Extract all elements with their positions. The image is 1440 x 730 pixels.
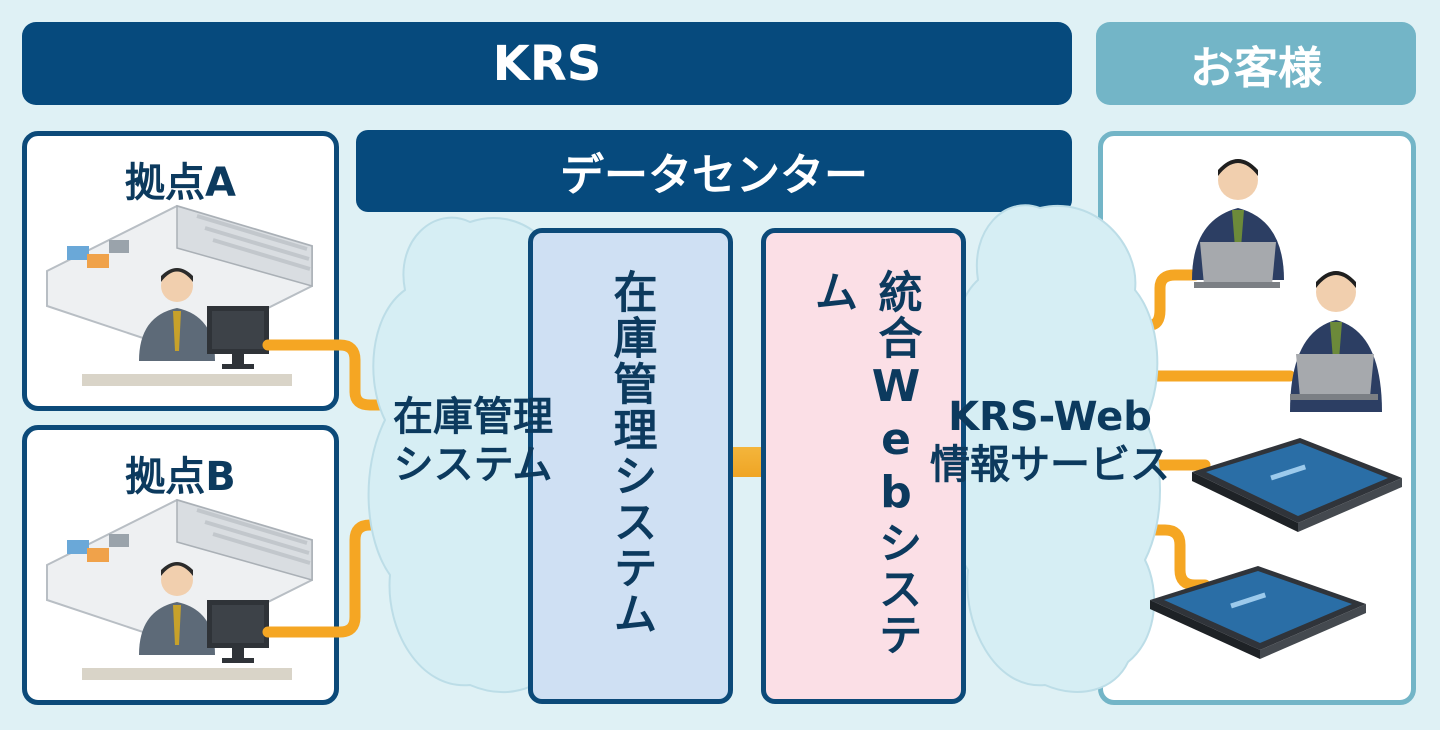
datacenter-banner: データセンター	[356, 130, 1072, 212]
warehouse-office-illustration	[46, 204, 313, 386]
integrated-web-system-label: 統合Webシステム	[806, 269, 922, 658]
inventory-cloud-line1: 在庫管理	[393, 394, 553, 440]
customer-title: お客様	[1190, 42, 1322, 94]
krs-title: KRS	[492, 35, 602, 92]
site-a-title: 拠点A	[125, 160, 236, 206]
site-b-title: 拠点B	[125, 454, 236, 500]
site-a-panel: 拠点A	[22, 131, 339, 411]
customer-banner: お客様	[1096, 22, 1416, 105]
monitor-icon	[207, 306, 269, 369]
inventory-cloud-line2: システム	[393, 442, 553, 488]
site-a-connector	[262, 339, 398, 411]
inventory-system-label: 在庫管理システム	[605, 269, 657, 637]
businessman-laptop-icon	[1290, 271, 1382, 412]
monitor-icon	[207, 600, 269, 663]
office-worker-icon	[139, 268, 215, 361]
inventory-system-box: 在庫管理システム	[528, 228, 733, 704]
krs-web-cloud-line1: KRS-Web	[948, 394, 1152, 440]
office-worker-icon	[139, 562, 215, 655]
site-b-connector	[262, 519, 398, 638]
krs-web-cloud-label: KRS-Web 情報サービス	[900, 393, 1200, 489]
site-b-panel: 拠点B	[22, 425, 339, 705]
datacenter-title: データセンター	[560, 150, 868, 201]
tablet-icon	[1150, 566, 1366, 659]
integrated-web-system-box: 統合Webシステム	[761, 228, 966, 704]
tablet-icon	[1192, 438, 1402, 532]
businessman-laptop-icon	[1192, 159, 1284, 288]
krs-banner: KRS	[22, 22, 1072, 105]
krs-web-cloud-line2: 情報サービス	[930, 442, 1170, 488]
warehouse-office-illustration	[46, 498, 313, 680]
inventory-cloud-label: 在庫管理 システム	[368, 393, 578, 489]
